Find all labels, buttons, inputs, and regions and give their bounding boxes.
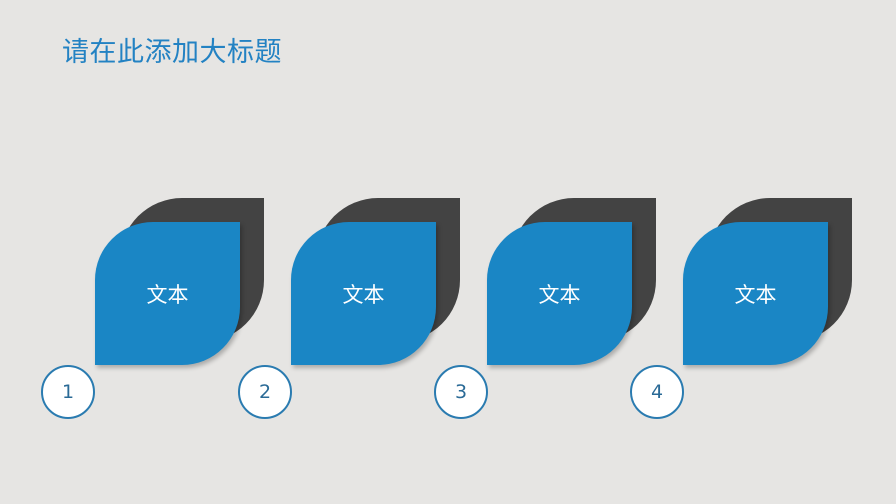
step-2-leaf-shape: 文本 [291, 222, 436, 365]
step-3-leaf-shape: 文本 [487, 222, 632, 365]
step-2-number-badge: 2 [238, 365, 292, 419]
step-4-number-badge: 4 [630, 365, 684, 419]
step-4-label: 文本 [734, 282, 777, 307]
step-1-label: 文本 [146, 282, 189, 307]
step-4-leaf-shape: 文本 [683, 222, 828, 365]
step-4-number: 4 [650, 381, 664, 403]
step-1-number: 1 [61, 381, 75, 403]
step-2-number: 2 [258, 381, 272, 403]
step-3-number: 3 [454, 381, 468, 403]
step-3-number-badge: 3 [434, 365, 488, 419]
slide-title: 请在此添加大标题 [62, 37, 282, 68]
step-2-label: 文本 [342, 282, 385, 307]
step-3-label: 文本 [538, 282, 581, 307]
step-1-leaf-shape: 文本 [95, 222, 240, 365]
step-1-number-badge: 1 [41, 365, 95, 419]
